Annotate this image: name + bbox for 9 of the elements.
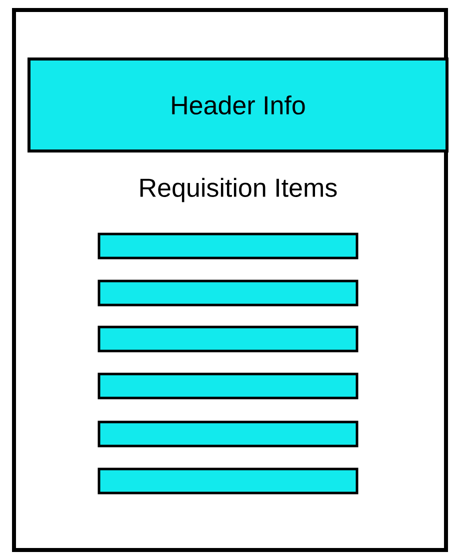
item-bar [98,420,358,448]
header-box: Header Info [28,58,448,152]
item-bar [98,232,358,260]
item-bar [98,372,358,400]
item-bar [98,326,358,352]
page-frame [12,8,448,552]
item-bar [98,280,358,306]
item-bar [98,468,358,494]
section-heading: Requisition Items [140,178,337,202]
